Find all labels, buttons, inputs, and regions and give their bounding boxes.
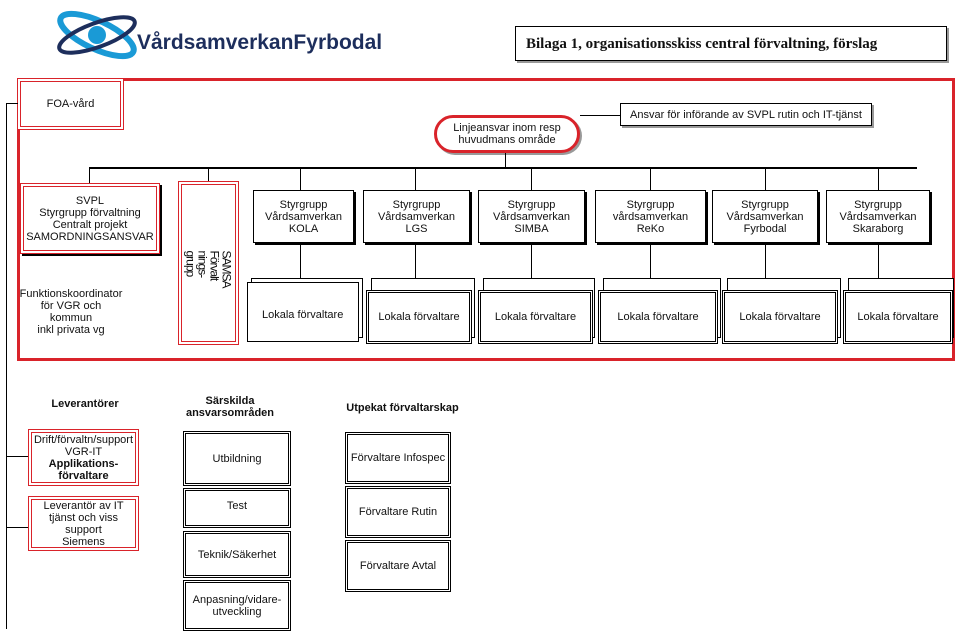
- anpasning-box: Anpasning/vidare- utveckling: [183, 580, 291, 631]
- leverantor-it-box: Leverantör av IT tjänst och viss support…: [28, 496, 139, 551]
- connector: [6, 103, 18, 104]
- drift-forvaltn-box: Drift/förvaltn/support VGR-IT Applikatio…: [28, 429, 139, 486]
- forvaltare-infospec-box: Förvaltare Infospec: [345, 432, 451, 484]
- connector: [6, 456, 28, 457]
- connector: [89, 168, 90, 183]
- samsa-box: SAMSA Förvalt nings- grupp: [178, 181, 239, 345]
- document-title-text: Bilaga 1, organisationsskiss central för…: [526, 35, 878, 52]
- connector: [650, 168, 651, 190]
- logo-mark-icon: [57, 10, 137, 60]
- connector: [300, 168, 301, 190]
- header-leverantorer: Leverantörer: [51, 398, 119, 410]
- connector: [878, 244, 879, 278]
- lokala-forvaltare-fyrbodal: Lokala förvaltare: [722, 290, 838, 344]
- styrgrupp-reko: Styrgrupp vårdsamverkan ReKo: [595, 190, 706, 243]
- ansvar-box: Ansvar för införande av SVPL rutin och I…: [620, 103, 872, 126]
- connector: [415, 244, 416, 278]
- connector: [6, 103, 7, 629]
- lokala-forvaltare-lgs: Lokala förvaltare: [366, 290, 472, 344]
- connector: [650, 244, 651, 278]
- svpl-box: SVPL Styrgrupp förvaltning Centralt proj…: [20, 183, 160, 254]
- logo: VårdsamverkanFyrbodal: [55, 5, 382, 67]
- header-utpekat: Utpekat förvaltarskap: [346, 402, 459, 414]
- test-box: Test: [183, 488, 291, 528]
- styrgrupp-kola: Styrgrupp Vårdsamverkan KOLA: [253, 190, 354, 243]
- connector: [208, 168, 209, 183]
- foa-box: FOA-vård: [17, 78, 124, 130]
- foa-frame: [17, 78, 955, 361]
- teknik-sakerhet-box: Teknik/Säkerhet: [183, 531, 291, 578]
- styrgrupp-simba: Styrgrupp Vårdsamverkan SIMBA: [478, 190, 585, 243]
- styrgrupp-skaraborg: Styrgrupp Vårdsamverkan Skaraborg: [826, 190, 930, 243]
- connector: [765, 168, 766, 190]
- connector: [531, 168, 532, 190]
- connector: [89, 167, 917, 169]
- connector: [505, 153, 506, 168]
- connector: [531, 244, 532, 278]
- styrgrupp-lgs: Styrgrupp Vårdsamverkan LGS: [363, 190, 470, 243]
- funktionskoordinator: Funktionskoordinator för VGR och kommun …: [19, 288, 123, 336]
- document-title: Bilaga 1, organisationsskiss central för…: [515, 26, 947, 61]
- linjeansvar-oval: Linjeansvar inom resp huvudmans område: [434, 115, 580, 153]
- lokala-forvaltare-skaraborg: Lokala förvaltare: [843, 290, 953, 344]
- styrgrupp-fyrbodal: Styrgrupp Vårdsamverkan Fyrbodal: [712, 190, 818, 243]
- connector: [765, 244, 766, 278]
- connector: [580, 115, 620, 116]
- lokala-forvaltare-reko: Lokala förvaltare: [598, 290, 718, 344]
- logo-text: VårdsamverkanFyrbodal: [137, 31, 383, 54]
- lokala-forvaltare-simba: Lokala förvaltare: [478, 290, 593, 344]
- utbildning-box: Utbildning: [183, 431, 291, 486]
- connector: [300, 244, 301, 278]
- lokala-forvaltare-kola: Lokala förvaltare: [247, 282, 359, 342]
- connector: [6, 527, 28, 528]
- header-sarskilda: Särskilda ansvarsområden: [185, 395, 275, 419]
- connector: [415, 168, 416, 190]
- forvaltare-avtal-box: Förvaltare Avtal: [345, 540, 451, 592]
- forvaltare-rutin-box: Förvaltare Rutin: [345, 486, 451, 538]
- connector: [878, 168, 879, 190]
